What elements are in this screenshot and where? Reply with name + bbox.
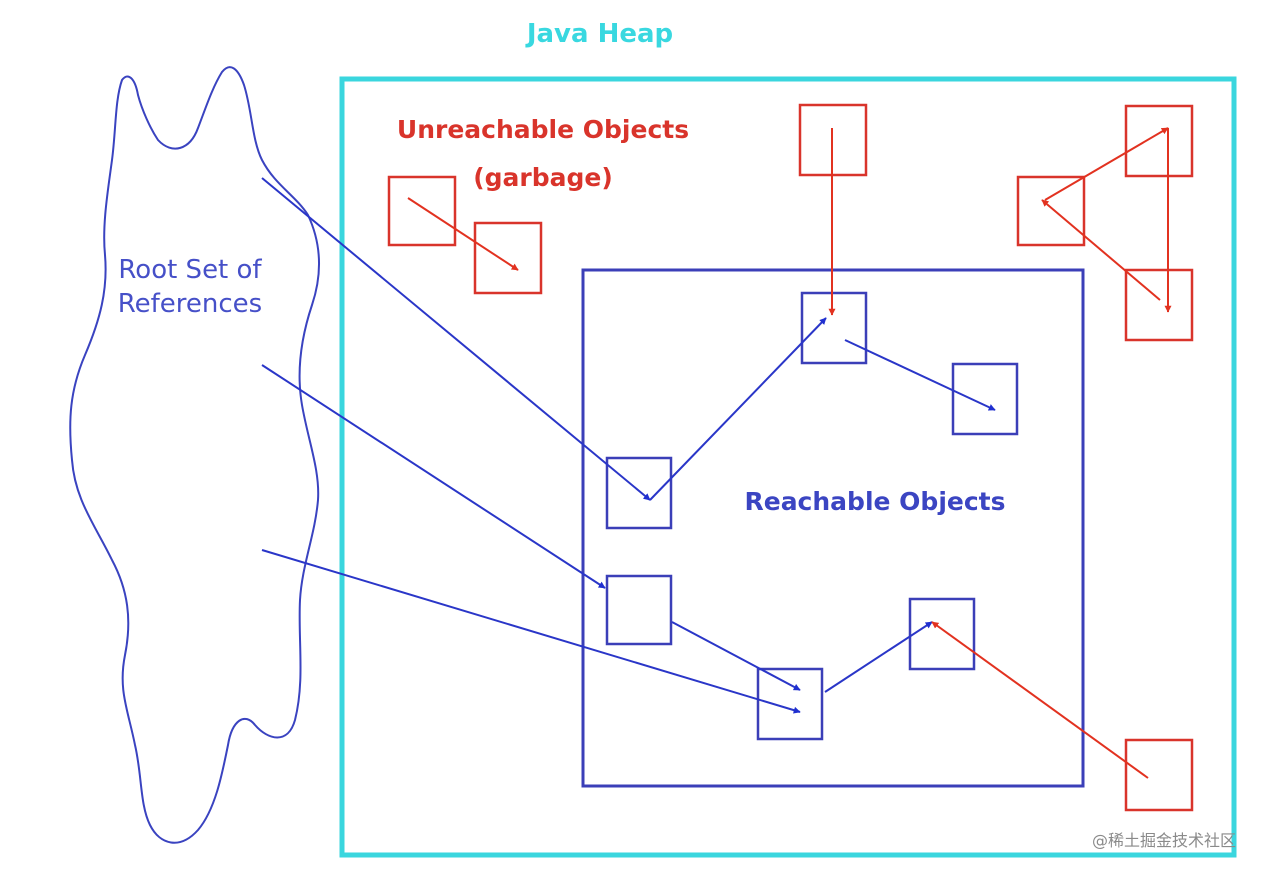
reachable-object — [951, 362, 1019, 436]
root-set-label-line1: Root Set of — [118, 255, 262, 285]
unreachable-objects-label-line2: (garbage) — [473, 163, 613, 192]
reachable-object — [756, 667, 824, 741]
reference-arrow — [671, 621, 801, 691]
garbage-object — [1016, 175, 1086, 247]
garbage-object — [1124, 268, 1194, 342]
reference-arrow — [844, 339, 996, 411]
reference-arrow — [649, 317, 827, 501]
garbage-object — [1124, 104, 1194, 178]
reachable-object — [800, 291, 868, 365]
reference-arrow — [824, 621, 933, 693]
reachable-object — [605, 456, 673, 530]
garbage-reference-arrow — [407, 197, 519, 271]
garbage-object — [387, 175, 457, 247]
reachable-objects-label: Reachable Objects — [744, 487, 1005, 516]
unreachable-objects-label-line1: Unreachable Objects — [397, 115, 689, 144]
garbage-reference-arrow — [931, 621, 1149, 779]
reachable-object — [908, 597, 976, 671]
garbage-object — [473, 221, 543, 295]
java-heap-label: Java Heap — [525, 19, 673, 49]
garbage-reference-arrow — [1044, 127, 1169, 201]
root-reference-arrow — [261, 177, 651, 501]
watermark: @稀土掘金技术社区 — [1092, 831, 1236, 850]
garbage-object — [1124, 738, 1194, 812]
garbage-reference-arrow — [1041, 199, 1161, 301]
root-reference-arrow — [261, 364, 606, 589]
root-set-label-line2: References — [118, 289, 262, 319]
reachable-object — [605, 574, 673, 646]
root-reference-arrow — [261, 549, 801, 714]
java-heap-boundary — [339, 76, 1237, 858]
root-set-cloud — [69, 66, 320, 844]
